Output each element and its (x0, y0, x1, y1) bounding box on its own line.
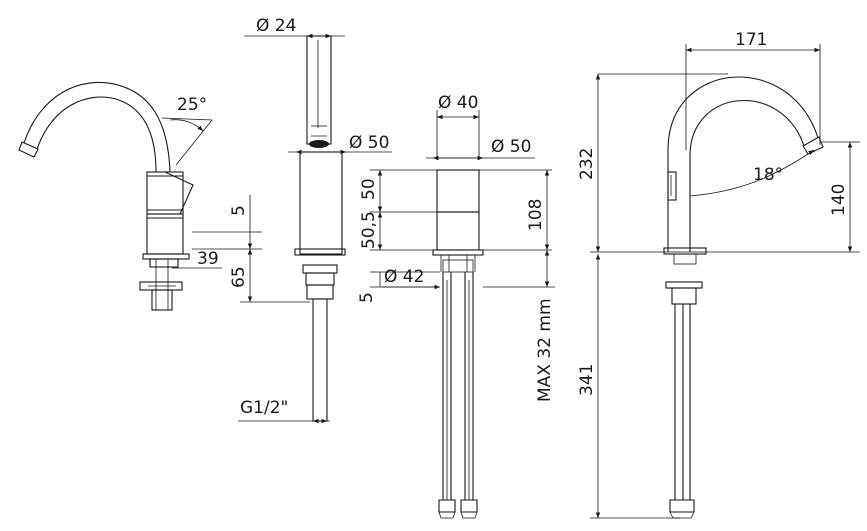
right-reach: 171 (735, 30, 767, 50)
section-gasket-dia: Ø 42 (384, 267, 424, 287)
section-h-upper: 50 (359, 178, 379, 200)
right-hose-length: 341 (577, 364, 597, 396)
front-thread: G1/2" (240, 398, 288, 418)
front-spout-dia: Ø 24 (256, 16, 296, 36)
section-max-deck: MAX 32 mm (535, 298, 555, 402)
front-aerator (309, 140, 329, 148)
side-dim-39: 39 (197, 249, 219, 269)
right-outlet-height: 140 (829, 184, 849, 216)
front-view: Ø 24 Ø 50 G1/2" (238, 16, 392, 424)
side-lower-body (146, 213, 184, 255)
front-base (294, 248, 346, 256)
right-spout (667, 76, 819, 252)
side-base (142, 253, 190, 260)
section-gasket-h: 5 (357, 292, 377, 303)
side-angle-label: 25° (177, 95, 207, 115)
section-h-total: 108 (526, 199, 546, 231)
side-spout (23, 81, 171, 173)
section-body-dia: Ø 40 (438, 93, 478, 113)
right-angle: 18° (753, 165, 783, 185)
side-view: 25° 5 39 65 (18, 81, 310, 311)
section-base-dia: Ø 50 (491, 137, 531, 157)
section-h-lower: 50,5 (359, 211, 379, 249)
side-dim-65: 65 (229, 266, 249, 288)
side-dim-5: 5 (229, 205, 249, 216)
front-body (299, 151, 343, 255)
side-spout-inner (36, 96, 157, 173)
section-upper (436, 169, 480, 213)
front-base-dia: Ø 50 (349, 133, 389, 153)
right-aerator (802, 136, 824, 155)
front-shank (312, 298, 328, 422)
side-lever (164, 171, 194, 215)
section-view: Ø 40 Ø 50 50 50,5 108 Ø 42 5 MAX 32 mm (357, 93, 555, 519)
right-base (663, 247, 707, 255)
right-view: 171 232 18° 140 341 (577, 30, 860, 519)
front-spout (306, 35, 332, 145)
side-aerator (18, 141, 39, 158)
right-height: 232 (577, 148, 597, 180)
section-lower (436, 211, 480, 251)
